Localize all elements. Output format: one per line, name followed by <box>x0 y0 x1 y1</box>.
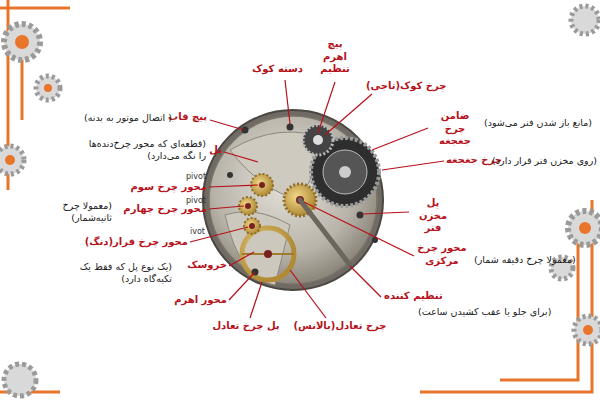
part-name: محور اهرم <box>174 294 227 307</box>
leader-lines <box>190 80 444 318</box>
part-name: پیچ اهرم تنظیم <box>318 38 352 76</box>
part-note: (قطعه‌ای که محور چرخ‌دنده‌ها را نگه می‌د… <box>88 138 206 162</box>
part-note: (یک نوع پل که فقط یک تکیه‌گاه دارد) <box>52 261 172 285</box>
part-name: تنظیم کننده <box>384 290 443 303</box>
part-name: خروسک <box>187 259 227 272</box>
part-note: (مانع باز شدن فنر می‌شود) <box>484 117 592 129</box>
pivot-label: pivot <box>186 172 206 182</box>
part-name: ضامن چرخ جغجغه <box>430 110 480 148</box>
part-name: پیچ قاب <box>168 111 207 124</box>
part-name: چرخ کوک(تاجی) <box>366 80 446 93</box>
part-name: محور چرخ چهارم <box>123 203 207 216</box>
part-name: محور چرخ سوم <box>131 181 207 194</box>
part-name: پل چرخ تعادل <box>212 320 279 333</box>
part-name: دسته کوک <box>252 63 303 76</box>
part-note: (معمولا چرخ ثانیه‌شمار) <box>30 200 112 224</box>
part-note: (روی مخزن فنر قرار دارد) <box>492 155 597 167</box>
part-name: محور چرخ قرار(دنگ) <box>85 236 188 249</box>
part-note: (معمولا چرخ دقیقه شمار) <box>474 254 576 266</box>
part-name: پل <box>209 144 222 157</box>
watch-movement <box>203 110 383 290</box>
part-name: پل مخزن فنر <box>411 197 455 235</box>
pivot-label: ivot <box>190 227 205 237</box>
part-name: محور چرخ مرکزی <box>417 242 467 267</box>
corner-frame <box>0 0 592 392</box>
part-note: ( اتصال موتور به بدنه) <box>84 112 172 124</box>
part-note: (برای جلو یا عقب کشیدن ساعت) <box>418 306 551 318</box>
part-name: چرخ تعادل(بالانس) <box>293 320 386 333</box>
corner-gears <box>0 6 600 396</box>
